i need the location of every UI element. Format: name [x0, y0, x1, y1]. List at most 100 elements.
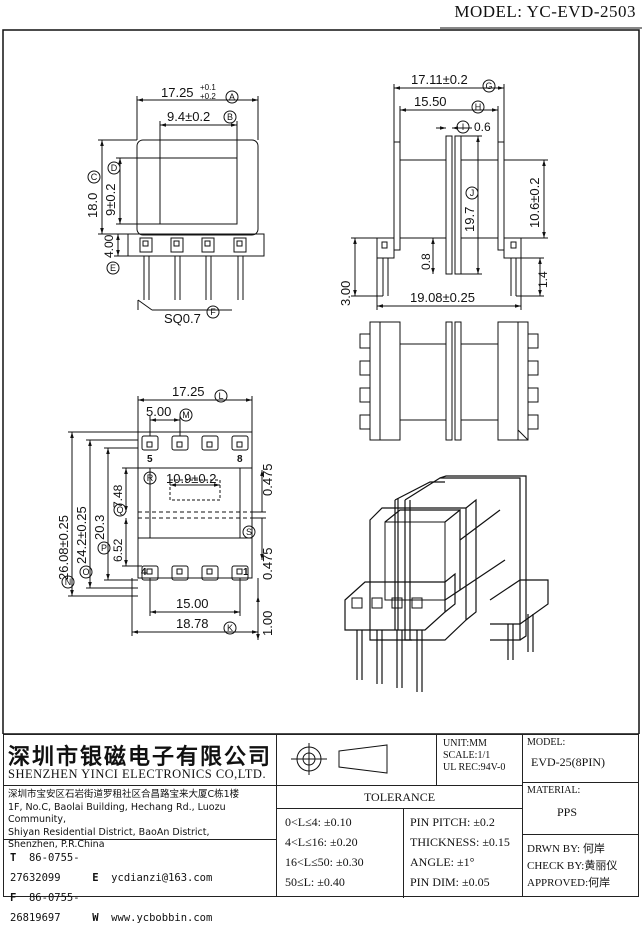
- dim-side-h1: 10.6±0.2: [527, 177, 542, 228]
- signature-cell: DRWN BY: 何岸 CHECK BY:黄丽仪 APPROVED:何岸: [522, 835, 638, 897]
- dim-d-mid: 20.3: [92, 515, 107, 540]
- dim-pitch: 5.00: [146, 404, 171, 419]
- marker-n: N: [65, 577, 72, 587]
- unit-text: UNIT:MM: [443, 738, 487, 749]
- model-label: MODEL:: [527, 737, 566, 748]
- dim-slot: 0.8: [419, 253, 433, 270]
- dim-inner-width: 9.4±0.2: [167, 109, 210, 124]
- marker-g: G: [485, 81, 492, 91]
- front-view: [98, 96, 265, 311]
- marker-c: C: [91, 172, 98, 182]
- projection-symbol-cell: [276, 735, 436, 785]
- dim-pin-offset: 1.4: [536, 271, 550, 288]
- tolerance-pin-list: PIN PITCH: ±0.2 THICKNESS: ±0.15 ANGLE: …: [403, 809, 523, 898]
- address-block: 深圳市宝安区石岩街道罗租社区合昌路宝来大厦C栋1楼 1F, No.C, Baol…: [4, 785, 276, 850]
- marker-d: D: [111, 163, 118, 173]
- marker-l: L: [218, 391, 223, 401]
- side-markers: [456, 79, 496, 200]
- dim-base-w: 18.78: [176, 616, 209, 631]
- tolerance-length-list: 0<L≤4: ±0.10 4<L≤16: ±0.20 16<L≤50: ±0.3…: [285, 815, 364, 889]
- dim-d-lower: 6.52: [111, 538, 125, 562]
- dim-pin-sq: SQ0.7: [164, 311, 201, 326]
- svg-text:+0.2: +0.2: [200, 92, 216, 101]
- dim-height-inner: 9±0.2: [103, 184, 118, 216]
- top-down-view: [359, 321, 539, 441]
- dim-side-base: 19.08±0.25: [410, 290, 475, 305]
- third-angle-projection-icon: [291, 743, 388, 775]
- front-pins: [143, 256, 244, 300]
- front-pin-blocks: [139, 237, 247, 253]
- marker-p: P: [101, 543, 107, 553]
- check-by: CHECK BY:黄丽仪: [527, 860, 618, 872]
- dim-side-total: 17.11±0.2: [411, 72, 468, 87]
- contact-block: T 86-0755-27632099 E ycdianzi@163.com F …: [4, 839, 276, 924]
- drawn-by: DRWN BY: 何岸: [527, 843, 605, 855]
- approved-by: APPROVED:何岸: [527, 877, 611, 889]
- dim-bot-width: 17.25: [172, 384, 205, 399]
- marker-e: E: [110, 263, 116, 273]
- marker-f: F: [210, 307, 216, 317]
- marker-m: M: [182, 410, 190, 420]
- material-value: PPS: [557, 805, 578, 819]
- tolerance-title: TOLERANCE: [277, 786, 522, 809]
- address-en-3: Shenzhen, P.R.China: [8, 839, 105, 850]
- marker-r: R: [147, 473, 154, 483]
- dim-top-width: 17.25: [161, 85, 194, 100]
- marker-h: H: [475, 102, 482, 112]
- company-en-name: SHENZHEN YINCI ELECTRONICS CO,LTD.: [8, 767, 267, 781]
- side-dim-labels: 17.11±0.2 15.50 0.6 10.6±0.2 19.7 0.8 3.…: [338, 72, 550, 306]
- drawing-frame: [2, 29, 640, 734]
- bottom-markers: [61, 389, 256, 635]
- bottom-pin-pads-top: [141, 435, 249, 451]
- dim-height-total: 18.0: [85, 193, 100, 218]
- marker-i: I: [462, 122, 465, 132]
- dim-flange-t: 0.6: [474, 120, 491, 134]
- model-value: EVD-25(8PIN): [531, 755, 605, 769]
- svg-text:+0.1: +0.1: [200, 83, 216, 92]
- dim-d-upper: 7.48: [111, 484, 125, 508]
- address-cn: 深圳市宝安区石岩街道罗租社区合昌路宝来大厦C栋1楼: [8, 789, 240, 800]
- pin-label-5: 5: [147, 454, 153, 465]
- pin-label-1: 1: [243, 567, 249, 578]
- front-markers: [87, 90, 239, 319]
- dim-pin-span: 15.00: [176, 596, 209, 611]
- tel-number: 86-0755-27632099: [10, 852, 80, 884]
- material-cell: MATERIAL: PPS: [522, 783, 638, 835]
- marker-b: B: [227, 112, 233, 122]
- dim-side-inner: 15.50: [414, 94, 447, 109]
- dim-d-outer: 26.08±0.25: [56, 515, 71, 580]
- marker-o: O: [82, 567, 89, 577]
- pin-label-8: 8: [237, 454, 243, 465]
- email-address: ycdianzi@163.com: [111, 872, 213, 884]
- dim-base-h: 4.00: [102, 234, 116, 258]
- fax-number: 86-0755-26819697: [10, 892, 80, 924]
- marker-j: J: [470, 188, 475, 198]
- bottom-dim-labels: 17.25 5.00 10.9±0.2 26.08±0.25 24.2±0.25…: [56, 384, 275, 636]
- units-cell: UNIT:MM SCALE:1/1 UL REC:94V-0: [436, 735, 522, 785]
- dim-win-w: 10.9±0.2: [166, 471, 217, 486]
- isometric-view: [344, 475, 549, 692]
- model-title: MODEL: YC-EVD-2503: [454, 2, 636, 21]
- company-cn-name: 深圳市银磁电子有限公司: [8, 744, 273, 770]
- ul-text: UL REC:94V-0: [443, 762, 506, 773]
- dim-side-h2: 19.7: [462, 207, 477, 232]
- technical-drawing: 17.25 +0.1 +0.2 9.4±0.2 18.0 9±0.2 4.00 …: [2, 27, 642, 734]
- dim-d-inner: 24.2±0.25: [74, 506, 89, 564]
- front-dim-labels: 17.25 +0.1 +0.2 9.4±0.2 18.0 9±0.2 4.00 …: [85, 83, 216, 326]
- address-en-1: 1F, No.C, Baolai Building, Hechang Rd., …: [8, 801, 226, 826]
- dim-gap-top: 0.475: [260, 463, 275, 496]
- scale-text: SCALE:1/1: [443, 750, 491, 761]
- dim-gap-bot: 0.475: [260, 547, 275, 580]
- dim-pin-len: 3.00: [338, 281, 353, 306]
- tolerance-block: TOLERANCE 0<L≤4: ±0.10 4<L≤16: ±0.20 16<…: [276, 785, 523, 898]
- dim-pin-protrude: 1.00: [260, 611, 275, 636]
- address-en-2: Shiyan Residential District, BaoAn Distr…: [8, 826, 210, 838]
- model-cell: MODEL: EVD-25(8PIN): [522, 735, 638, 783]
- bottom-view: [68, 396, 266, 640]
- website: www.ycbobbin.com: [111, 912, 213, 924]
- marker-s: S: [246, 527, 252, 537]
- side-view: [351, 84, 548, 310]
- title-block: 深圳市银磁电子有限公司 SHENZHEN YINCI ELECTRONICS C…: [3, 734, 639, 924]
- marker-k: K: [227, 623, 233, 633]
- marker-a: A: [229, 92, 235, 102]
